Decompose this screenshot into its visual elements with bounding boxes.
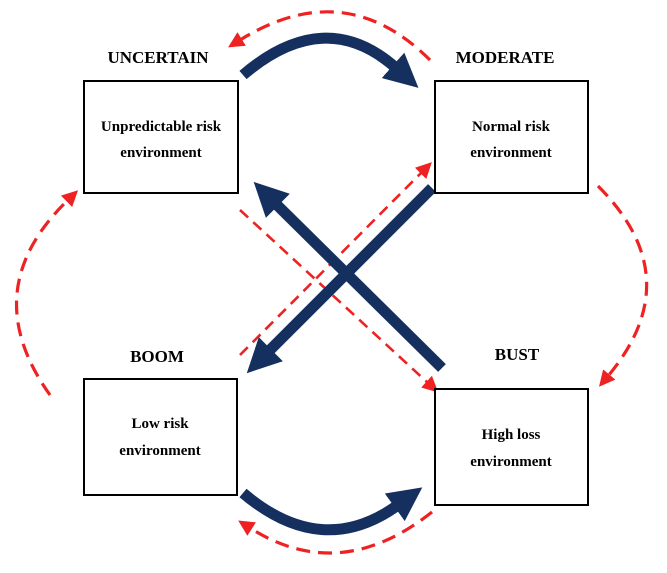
node-moderate: MODERATE Normal risk environment (434, 48, 589, 194)
solid-arrow-bust-to-uncertain (253, 181, 446, 372)
box-text-uncertain-line-1: Unpredictable risk (101, 119, 222, 135)
state-label-uncertain: UNCERTAIN (107, 48, 209, 67)
node-box-bust (434, 388, 589, 506)
solid-arrow-boom-to-bust (239, 487, 423, 536)
dashed-arrow-uncertain-to-bust (239, 209, 439, 393)
solid-main-arrows (239, 32, 446, 536)
state-label-boom: BOOM (130, 347, 184, 366)
solid-arrow-uncertain-to-moderate (239, 32, 419, 88)
box-text-moderate-line-1: Normal risk (472, 119, 551, 135)
node-box-uncertain (83, 80, 239, 194)
box-text-uncertain-line-2: environment (120, 145, 201, 161)
node-uncertain: UNCERTAIN Unpredictable risk environment (83, 48, 239, 194)
state-label-bust: BUST (495, 345, 540, 364)
box-text-boom-line-1: Low risk (131, 416, 189, 432)
node-bust: BUST High loss environment (434, 345, 589, 506)
state-label-moderate: MODERATE (456, 48, 555, 67)
dashed-arrow-moderate-to-bust (596, 184, 649, 387)
node-boom: BOOM Low risk environment (83, 347, 238, 496)
box-text-moderate-line-2: environment (470, 145, 551, 161)
dashed-arrow-bust-to-boom (238, 510, 433, 555)
box-text-boom-line-2: environment (119, 443, 200, 459)
box-text-bust-line-1: High loss (482, 427, 541, 443)
node-box-moderate (434, 80, 589, 194)
box-text-bust-line-2: environment (470, 454, 551, 470)
dashed-arrow-boom-to-uncertain (14, 190, 79, 396)
node-box-boom (83, 378, 238, 496)
dashed-arrow-moderate-to-uncertain (228, 10, 432, 62)
